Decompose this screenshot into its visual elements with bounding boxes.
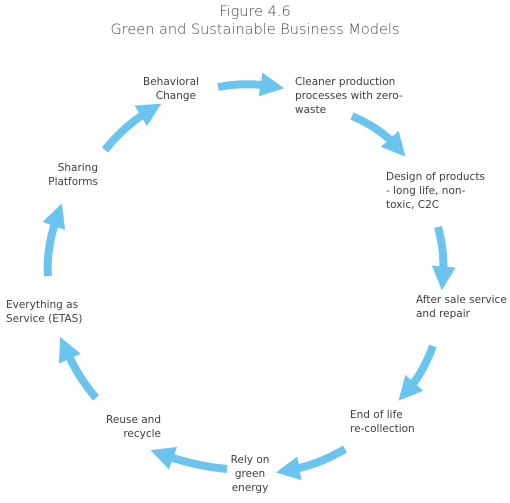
node-reuse-and-recycle: Reuse and recycle [106,414,161,440]
figure-subtitle: Green and Sustainable Business Models [110,22,400,38]
arrow-aftersale-to-endoflife [398,344,437,401]
node-design-of-products: Design of products - long life, non- tox… [386,171,485,211]
arrow-sharing-to-behavioral [101,103,162,153]
arrow-cleaner-to-design [350,112,406,157]
node-everything-as-service: Everything as Service (ETAS) [6,299,83,325]
node-green-energy: Rely on green energy [230,454,270,494]
arrow-green-to-reuse [150,446,228,473]
figure-title: Figure 4.6 [219,4,291,20]
arrow-endoflife-to-green [275,445,348,481]
node-behavioral-change: Behavioral Change [143,76,199,102]
node-end-of-life: End of life re-collection [350,409,415,435]
arrow-etas-to-sharing [42,203,66,277]
arrow-behavioral-to-cleaner [217,72,285,97]
node-sharing-platforms: Sharing Platforms [48,162,98,188]
arrow-design-to-aftersale [431,225,456,291]
node-after-sale-service: After sale service and repair [416,294,507,320]
arrow-reuse-to-etas [58,336,100,401]
node-cleaner-production: Cleaner production processes with zero- … [295,76,403,116]
